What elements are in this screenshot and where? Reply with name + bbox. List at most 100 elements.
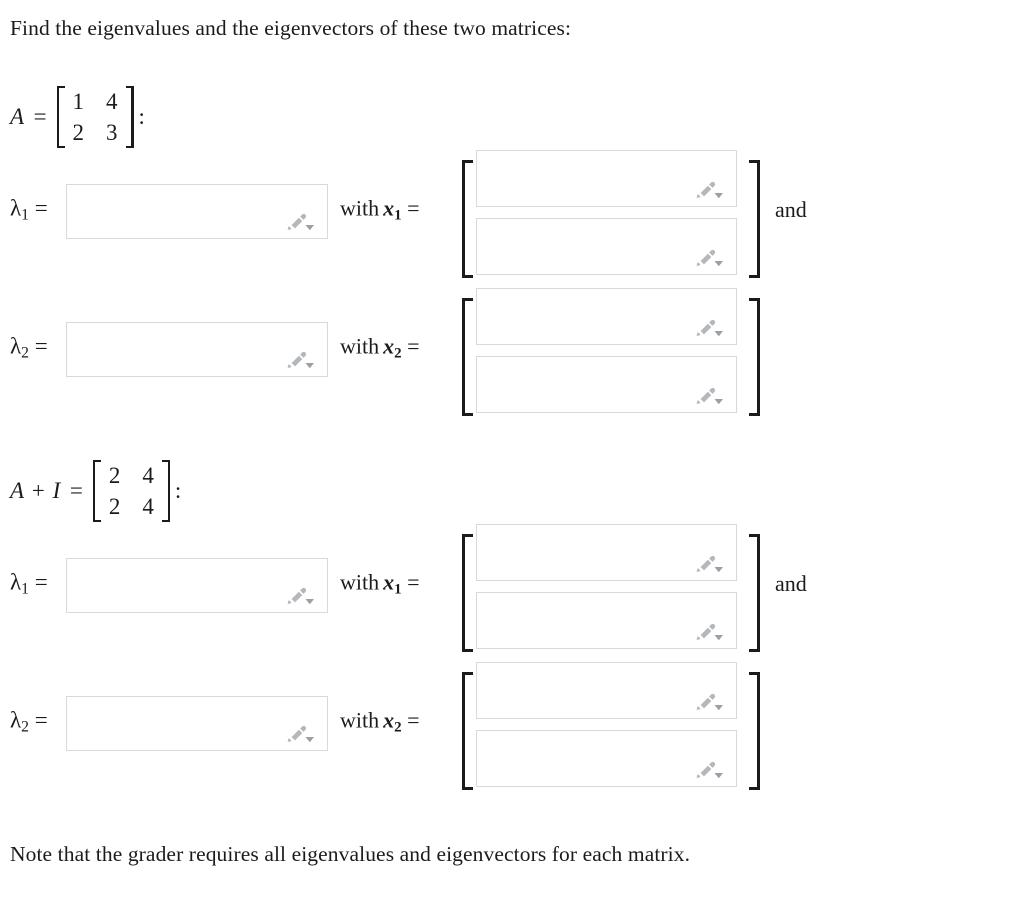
matrix-ai-equals: = — [69, 478, 83, 503]
chevron-down-icon — [714, 261, 723, 267]
lambda-equals: = — [34, 333, 48, 359]
chevron-down-icon — [714, 399, 723, 405]
pencil-icon[interactable] — [693, 688, 729, 714]
matrix-cell: 4 — [142, 494, 154, 519]
vector-bracket-right — [749, 160, 760, 278]
chevron-down-icon — [714, 567, 723, 573]
pencil-icon[interactable] — [693, 618, 729, 644]
pencil-icon[interactable] — [693, 176, 729, 202]
vector-bracket-left — [462, 534, 473, 652]
chevron-down-icon — [714, 705, 723, 711]
vector-input-s2-r1-c2[interactable] — [476, 592, 737, 649]
matrix-cell: 1 — [72, 89, 85, 114]
vector-bracket-left — [462, 298, 473, 416]
matrix-definition-a: A = 1 4 2 3 : — [10, 86, 145, 148]
lambda-equals: = — [34, 569, 48, 595]
matrix-cell: 3 — [106, 120, 118, 145]
lambda-input-s2-r1[interactable] — [66, 558, 328, 613]
vector-bracket-left — [462, 672, 473, 790]
vector-input-s1-r2-c1[interactable] — [476, 288, 737, 345]
question-prompt: Find the eigenvalues and the eigenvector… — [10, 16, 572, 40]
matrix-a-body: 1 4 2 3 — [56, 86, 134, 148]
vector-subscript: 2 — [394, 719, 402, 736]
matrix-a-grid: 1 4 2 3 — [66, 86, 125, 148]
vector-bracket-right — [749, 298, 760, 416]
with-text: with — [340, 569, 380, 595]
pencil-icon[interactable] — [284, 720, 320, 746]
lambda-label-s1-r2: λ2 = — [10, 334, 48, 363]
vector-input-s2-r1-c1[interactable] — [476, 524, 737, 581]
vector-symbol: x — [383, 195, 395, 221]
vector-input-s1-r2-c2[interactable] — [476, 356, 737, 413]
matrix-cell: 2 — [108, 463, 121, 488]
chevron-down-icon — [305, 225, 314, 231]
matrix-a-equals: = — [33, 104, 47, 129]
matrix-ai-body: 2 4 2 4 — [92, 460, 170, 522]
vector-bracket-right — [749, 672, 760, 790]
lambda-subscript: 1 — [21, 580, 29, 598]
matrix-cell: 2 — [108, 494, 121, 519]
pencil-icon[interactable] — [693, 550, 729, 576]
chevron-down-icon — [305, 737, 314, 743]
pencil-icon[interactable] — [284, 208, 320, 234]
vector-input-group-s2-r1 — [462, 524, 760, 662]
lambda-input-s1-r2[interactable] — [66, 322, 328, 377]
lambda-equals: = — [34, 707, 48, 733]
vector-symbol: x — [383, 569, 395, 595]
matrix-a-trailing-colon: : — [138, 104, 145, 129]
lambda-input-s2-r2[interactable] — [66, 696, 328, 751]
matrix-a-lhs: A — [10, 104, 25, 129]
lambda-label-s1-r1: λ1 = — [10, 196, 48, 225]
lambda-subscript: 2 — [21, 344, 29, 362]
vector-input-s2-r2-c2[interactable] — [476, 730, 737, 787]
lambda-input-s1-r1[interactable] — [66, 184, 328, 239]
chevron-down-icon — [714, 193, 723, 199]
pencil-icon[interactable] — [693, 382, 729, 408]
pencil-icon[interactable] — [693, 756, 729, 782]
pencil-icon[interactable] — [284, 582, 320, 608]
chevron-down-icon — [305, 599, 314, 605]
grader-note: Note that the grader requires all eigenv… — [10, 842, 691, 866]
vector-equals: = — [407, 195, 420, 221]
chevron-down-icon — [714, 773, 723, 779]
pencil-icon[interactable] — [693, 314, 729, 340]
lambda-symbol: λ — [10, 195, 22, 221]
vector-equals: = — [407, 569, 420, 595]
matrix-cell: 4 — [142, 463, 154, 488]
with-text: with — [340, 333, 380, 359]
vector-symbol: x — [383, 707, 395, 733]
matrix-cell: 2 — [72, 120, 85, 145]
vector-input-s1-r1-c2[interactable] — [476, 218, 737, 275]
vector-bracket-left — [462, 160, 473, 278]
and-label-s1-r1: and — [775, 197, 807, 222]
chevron-down-icon — [714, 635, 723, 641]
chevron-down-icon — [305, 363, 314, 369]
vector-input-group-s2-r2 — [462, 662, 760, 800]
vector-input-s1-r1-c1[interactable] — [476, 150, 737, 207]
lambda-equals: = — [34, 195, 48, 221]
vector-subscript: 1 — [394, 581, 402, 598]
vector-input-s2-r2-c1[interactable] — [476, 662, 737, 719]
vector-equals: = — [407, 333, 420, 359]
chevron-down-icon — [714, 331, 723, 337]
and-label-s2-r1: and — [775, 571, 807, 596]
vector-subscript: 1 — [394, 207, 402, 224]
vector-symbol: x — [383, 333, 395, 359]
bracket-right — [125, 86, 134, 148]
bracket-left — [92, 460, 102, 522]
lambda-symbol: λ — [10, 333, 22, 359]
lambda-label-s2-r1: λ1 = — [10, 570, 48, 599]
vector-subscript: 2 — [394, 345, 402, 362]
pencil-icon[interactable] — [284, 346, 320, 372]
pencil-icon[interactable] — [693, 244, 729, 270]
with-text: with — [340, 707, 380, 733]
lambda-symbol: λ — [10, 707, 22, 733]
lambda-symbol: λ — [10, 569, 22, 595]
